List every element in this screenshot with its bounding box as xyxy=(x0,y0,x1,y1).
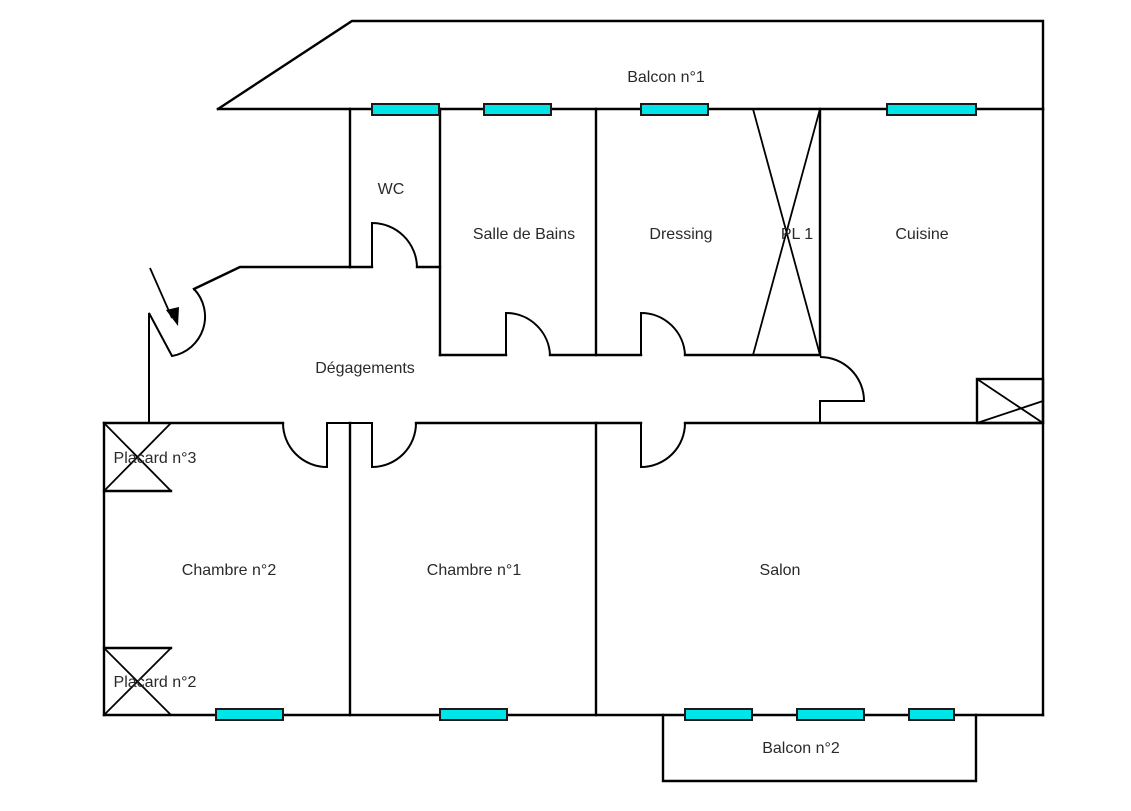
entrance-door[interactable] xyxy=(148,288,207,423)
window-wc xyxy=(371,103,440,116)
kitchen-door[interactable] xyxy=(819,356,866,423)
bathroom-door[interactable] xyxy=(505,311,551,356)
entrance-area xyxy=(148,265,352,423)
label-chambre-2: Chambre n°2 xyxy=(182,562,277,579)
label-salon: Salon xyxy=(760,562,801,579)
wc-door[interactable] xyxy=(371,221,418,268)
label-placard-3: Placard n°3 xyxy=(114,450,197,467)
window-salon-2 xyxy=(796,708,865,721)
label-chambre-1: Chambre n°1 xyxy=(427,562,522,579)
wc-walls xyxy=(348,107,442,357)
label-balcon-1: Balcon n°1 xyxy=(627,69,705,86)
window-dressing xyxy=(640,103,709,116)
label-degagements: Dégagements xyxy=(315,360,415,377)
placard-3-cross-2 xyxy=(103,422,172,492)
pl1-cross-line-2 xyxy=(752,108,821,356)
placard-2 xyxy=(102,646,173,716)
kitchen-closet-cross-2 xyxy=(976,400,1044,424)
balcony-1-outline xyxy=(216,19,1045,111)
label-dressing: Dressing xyxy=(649,226,712,243)
placard-3 xyxy=(102,422,173,493)
window-chambre-2 xyxy=(215,708,284,721)
window-salon-3 xyxy=(908,708,955,721)
window-bathroom xyxy=(483,103,552,116)
balcony-1 xyxy=(216,19,1045,111)
dressing-door[interactable] xyxy=(640,311,686,356)
pl1-closet xyxy=(752,107,822,357)
placard-2-cross-2 xyxy=(103,647,172,716)
window-kitchen xyxy=(886,103,977,116)
label-cuisine: Cuisine xyxy=(895,226,948,243)
label-balcon-2: Balcon n°2 xyxy=(762,740,840,757)
salon-door[interactable] xyxy=(640,422,686,469)
label-wc: WC xyxy=(378,181,405,198)
corridor-upper-wall xyxy=(192,265,352,291)
bath-dressing-walls xyxy=(438,107,822,357)
label-salle-de-bains: Salle de Bains xyxy=(473,226,575,243)
window-salon-1 xyxy=(684,708,753,721)
kitchen-closet-cross-1 xyxy=(976,378,1044,424)
label-pl1: PL 1 xyxy=(781,226,813,243)
label-placard-2: Placard n°2 xyxy=(114,674,197,691)
windows xyxy=(215,103,977,721)
balcony-2-outline xyxy=(661,713,978,783)
entrance-arrow-icon xyxy=(166,307,179,326)
window-chambre-1 xyxy=(439,708,508,721)
